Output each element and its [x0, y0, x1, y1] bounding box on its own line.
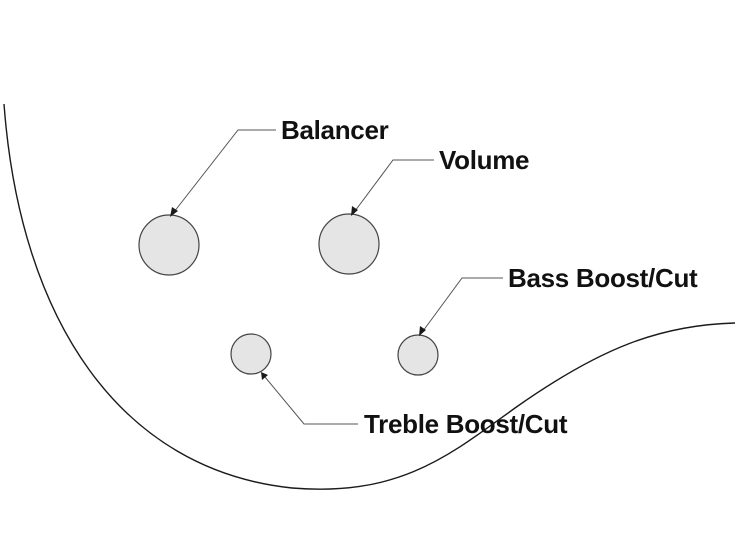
volume-label: Volume: [439, 145, 529, 175]
balancer-leader-line: [173, 129, 276, 213]
volume-leader-line: [354, 159, 434, 212]
bass-boost-cut-knob: [397, 334, 439, 376]
balancer-knob: [138, 214, 200, 276]
bass-arrowhead: [419, 326, 426, 336]
balancer-label: Balancer: [281, 115, 389, 145]
balancer-arrowhead: [170, 207, 178, 217]
bass-leader-line: [422, 277, 503, 332]
treble-boost-cut-label: Treble Boost/Cut: [364, 409, 568, 439]
treble-leader-line: [264, 376, 358, 425]
treble-boost-cut-knob: [230, 333, 272, 375]
bass-boost-cut-label: Bass Boost/Cut: [508, 263, 698, 293]
treble-arrowhead: [261, 372, 268, 380]
volume-arrowhead: [351, 206, 358, 216]
volume-knob: [318, 213, 380, 275]
guitar-body-outline: [3, 103, 735, 490]
